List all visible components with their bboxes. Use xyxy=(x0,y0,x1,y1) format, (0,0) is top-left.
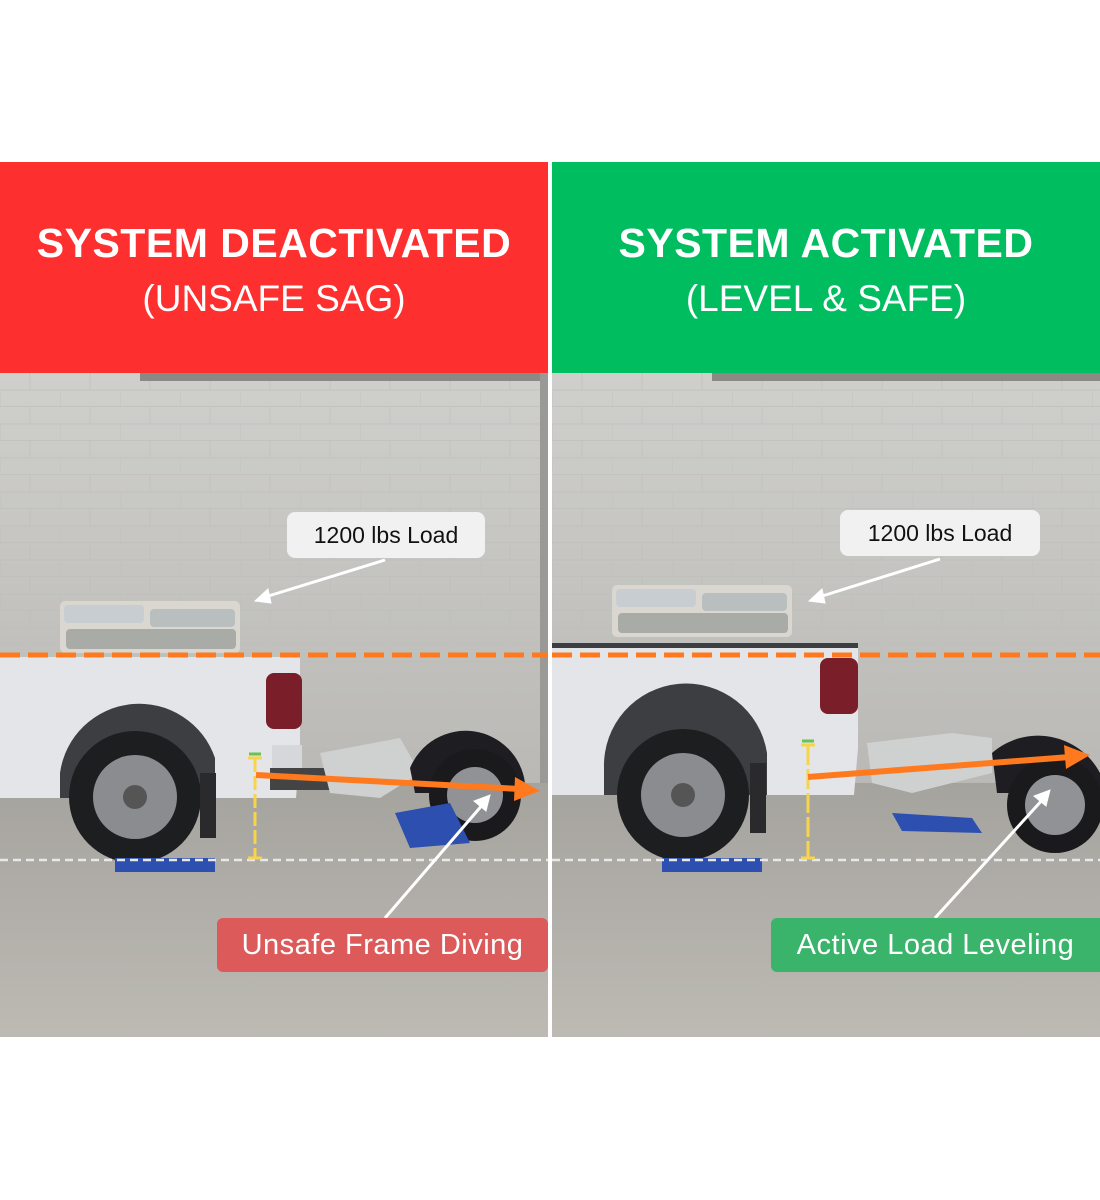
frame-angle-arrow xyxy=(255,772,540,801)
status-pointer-arrow xyxy=(383,794,491,919)
unsafe-status-label: Unsafe Frame Diving xyxy=(217,918,548,972)
ride-height-marker xyxy=(801,743,815,860)
safe-status-label: Active Load Leveling xyxy=(771,918,1100,972)
tow-dolly xyxy=(867,733,1100,853)
tow-dolly xyxy=(270,730,525,963)
ride-height-marker xyxy=(248,756,262,860)
panel-divider xyxy=(548,162,552,1037)
cement-bags xyxy=(60,601,240,653)
load-label: 1200 lbs Load xyxy=(840,510,1040,556)
activated-header: SYSTEM ACTIVATED (LEVEL & SAFE) xyxy=(552,162,1100,373)
sagging-truck-photo xyxy=(0,373,548,1037)
status-pointer-arrow xyxy=(933,789,1051,920)
pickup-truck xyxy=(0,657,302,863)
deactivated-header: SYSTEM DEACTIVATED (UNSAFE SAG) xyxy=(0,162,548,373)
panel-title: SYSTEM ACTIVATED xyxy=(618,220,1034,266)
load-pointer-arrow xyxy=(807,557,941,604)
frame-angle-arrow xyxy=(807,745,1090,780)
panel-subtitle: (LEVEL & SAFE) xyxy=(685,278,967,319)
deactivated-panel: SYSTEM DEACTIVATED (UNSAFE SAG) xyxy=(0,162,548,1037)
activated-panel: SYSTEM ACTIVATED (LEVEL & SAFE) xyxy=(552,162,1100,1037)
load-pointer-arrow xyxy=(253,558,386,604)
panel-subtitle: (UNSAFE SAG) xyxy=(142,278,406,319)
load-label: 1200 lbs Load xyxy=(287,512,485,558)
pickup-truck xyxy=(552,643,858,861)
panel-title: SYSTEM DEACTIVATED xyxy=(36,220,512,266)
level-truck-photo xyxy=(552,373,1100,1037)
cement-bags xyxy=(612,585,792,637)
